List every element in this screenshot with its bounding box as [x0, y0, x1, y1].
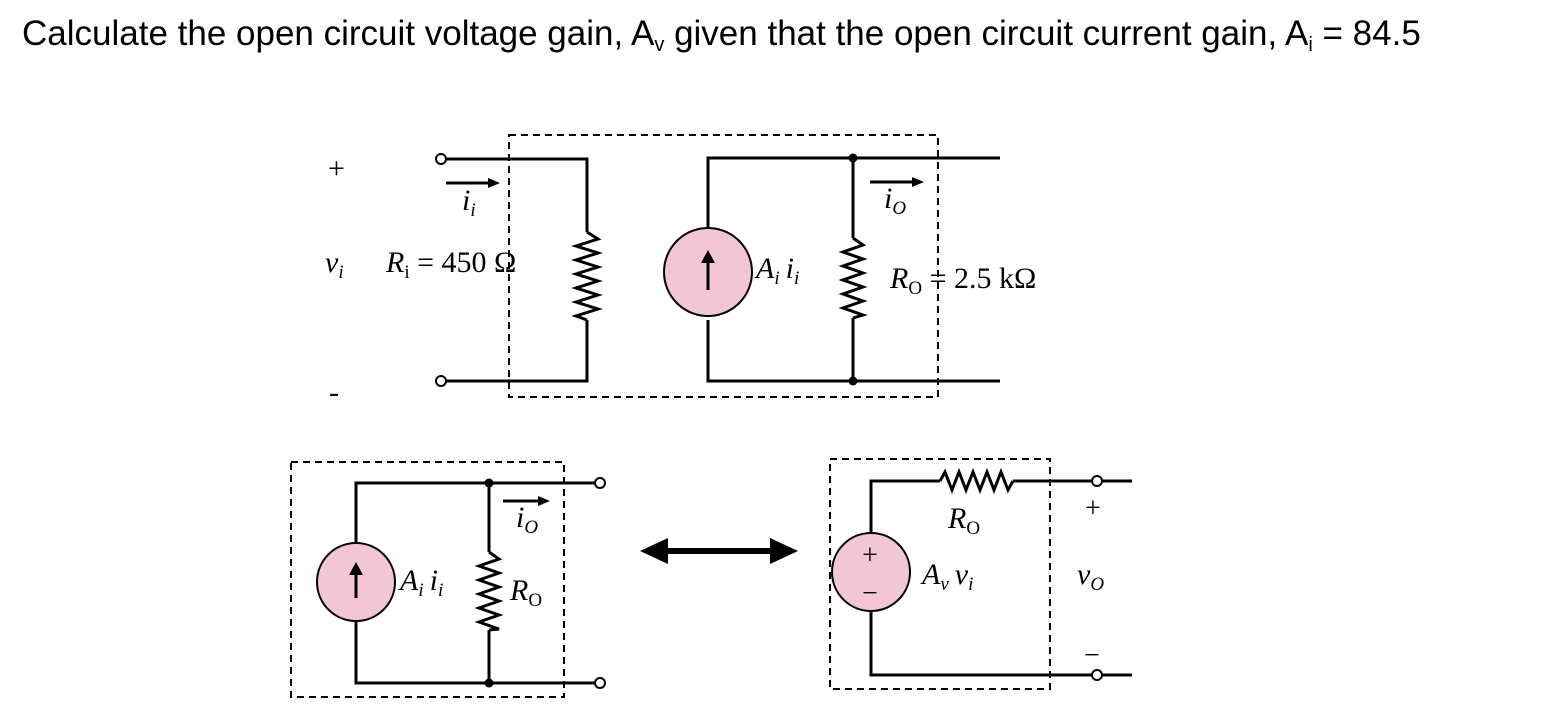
input-terminal-top: [435, 153, 447, 165]
thevenin-dashed-boundary: [829, 458, 1051, 690]
vo-label: vO: [1077, 558, 1104, 595]
question-text: Calculate the open circuit voltage gain,…: [22, 14, 1421, 57]
ro-label: RO = 2.5 kΩ: [889, 262, 1036, 299]
source-top-wire: [706, 156, 1000, 232]
thevenin-output-terminal-top: [1091, 475, 1103, 487]
node-ro-bottom: [848, 376, 858, 386]
node-ro-top: [848, 153, 858, 163]
question-middle: given that the open circuit current gain…: [664, 14, 1309, 53]
question-prefix: Calculate the open circuit voltage gain,…: [22, 14, 655, 53]
question-suffix: = 84.5: [1312, 14, 1421, 53]
io-arrow-head: [912, 177, 924, 187]
norton-output-terminal-top: [594, 477, 606, 489]
thevenin-bottom-wire: [869, 611, 1092, 677]
thevenin-ro-label: RO: [947, 502, 980, 539]
current-source-arrowhead: [349, 562, 363, 575]
norton-ro-label: RO: [509, 574, 542, 611]
vi-label: vi: [325, 246, 344, 283]
thevenin-output-terminal-bottom: [1091, 669, 1103, 681]
minus-sign-input: -: [329, 376, 339, 409]
resistor-icon: [474, 550, 504, 632]
voltage-source-icon: [831, 532, 911, 612]
input-bottom-wire: [446, 320, 589, 383]
ii-label: ii: [462, 184, 476, 221]
resistor-icon-series: [938, 467, 1015, 495]
io-label: iO: [884, 182, 906, 219]
norton-bottom-wire: [354, 622, 595, 685]
ai-subscript: i: [1308, 34, 1313, 56]
thevenin-top-wire-left: [869, 479, 940, 533]
input-top-wire: [446, 157, 589, 232]
top-dashed-boundary: [508, 134, 939, 398]
source-bottom-wire: [706, 320, 1000, 383]
ri-label: Ri = 450 Ω: [385, 246, 516, 283]
voltage-source-plus: +: [862, 540, 878, 571]
plus-sign-input: +: [328, 152, 345, 185]
resistor-icon-ri: [571, 230, 603, 322]
norton-io-arrow-head: [538, 496, 550, 506]
norton-dashed-boundary: [290, 461, 565, 698]
resistor-icon-ro: [838, 236, 868, 320]
norton-output-terminal-bottom: [594, 677, 606, 689]
output-plus-sign: +: [1085, 493, 1101, 524]
current-source-arrowhead-top: [701, 250, 715, 263]
ii-arrow-head: [488, 178, 500, 188]
norton-node-bottom: [484, 678, 494, 688]
norton-io-label: iO: [516, 501, 538, 538]
input-terminal-bottom: [435, 375, 447, 387]
norton-node-top: [484, 478, 494, 488]
av-subscript: v: [654, 34, 665, 56]
double-arrow-icon: [640, 538, 798, 564]
voltage-source-minus: −: [862, 578, 878, 609]
norton-top-wire: [354, 481, 595, 542]
output-minus-sign: −: [1084, 640, 1100, 671]
